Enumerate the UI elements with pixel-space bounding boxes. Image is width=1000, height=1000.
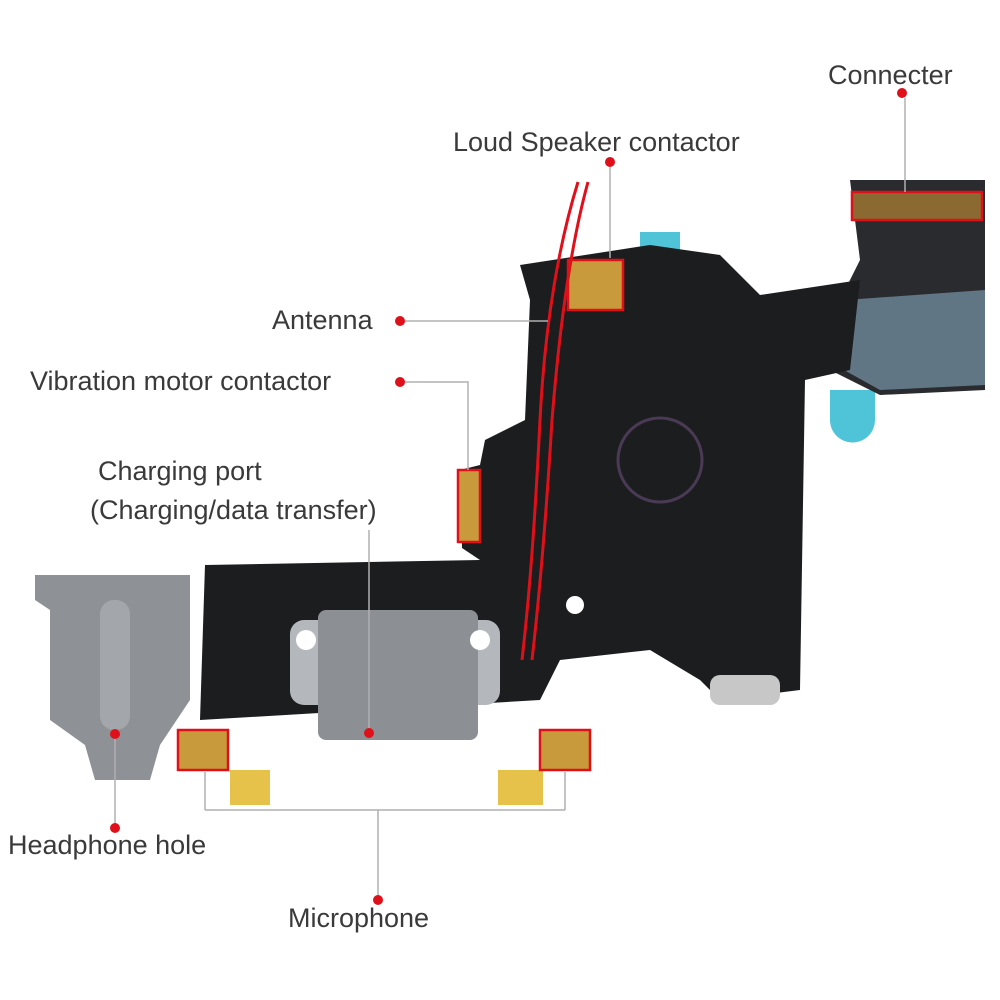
label-charging-port: Charging port (98, 456, 262, 486)
charging-port (318, 610, 478, 740)
label-charging-port-desc: (Charging/data transfer) (90, 495, 377, 525)
label-antenna: Antenna (272, 305, 373, 335)
screw-hole (296, 630, 316, 650)
label-vibration-motor-contactor: Vibration motor contactor (30, 366, 332, 396)
tape-left (230, 770, 270, 805)
microphone-left (176, 728, 230, 772)
jack-ridge (100, 600, 130, 730)
vibration-contacts (456, 468, 482, 544)
antenna-outline-right (530, 181, 590, 661)
label-connecter: Connecter (828, 60, 953, 90)
leader-lines (114, 98, 906, 900)
tape-right (498, 770, 543, 805)
marker-dot (395, 377, 405, 387)
label-headphone-hole: Headphone hole (8, 830, 207, 860)
label-microphone: Microphone (288, 903, 430, 933)
marker-dot (373, 895, 383, 905)
board-circle-mark (616, 416, 704, 504)
blue-stiffener (835, 290, 985, 390)
label-loud-speaker-contactor: Loud Speaker contactor (453, 127, 740, 157)
antenna-outline (520, 181, 580, 661)
loud-speaker-contacts (566, 258, 625, 312)
marker-dot (364, 728, 374, 738)
connector-pins (850, 190, 984, 222)
marker-dot (110, 729, 120, 739)
metal-bracket (710, 675, 780, 705)
marker-dot (897, 88, 907, 98)
main-board (200, 245, 860, 720)
marker-dot (110, 823, 120, 833)
screw-hole (470, 630, 490, 650)
blue-tab-right (830, 390, 875, 443)
marker-dot (605, 157, 615, 167)
screw-hole (566, 596, 584, 614)
marker-dot (395, 316, 405, 326)
microphone-right (538, 728, 592, 772)
